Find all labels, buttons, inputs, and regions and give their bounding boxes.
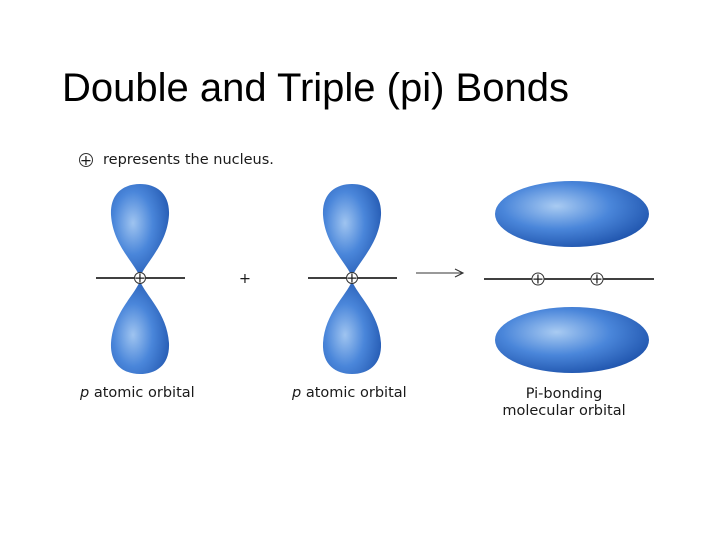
p-orbital-middle-label: p atomic orbital [291, 385, 407, 401]
p-orbital-left-upper-lobe [110, 184, 170, 277]
pi-bonding-orbital: + + Pi-bonding molecular orbital [484, 181, 654, 419]
plus-sign: + [239, 271, 251, 287]
slide-title: Double and Triple (pi) Bonds [62, 66, 569, 110]
pi-orbital-upper-lobe [495, 181, 649, 247]
p-orbital-middle-upper-lobe [322, 184, 382, 277]
p-orbital-left-label: p atomic orbital [79, 385, 195, 401]
pi-orbital-nucleus-left-icon [531, 272, 545, 286]
pi-orbital-label-line2: molecular orbital [502, 403, 625, 419]
pi-orbital-nucleus-left: + [532, 272, 544, 288]
legend: + represents the nucleus. [79, 152, 274, 169]
p-orbital-middle-lower-lobe [322, 281, 382, 374]
p-orbital-middle-label-italic: p [291, 385, 301, 401]
nucleus-legend-symbol: + [80, 153, 92, 169]
p-orbital-left-label-rest: atomic orbital [89, 385, 194, 401]
p-orbital-left: + p atomic orbital [79, 184, 195, 401]
pi-orbital-nucleus-right: + [591, 272, 603, 288]
p-orbital-middle-nucleus-icon [346, 272, 358, 284]
reaction-arrow-head [454, 268, 465, 278]
p-orbital-middle-label-rest: atomic orbital [301, 385, 406, 401]
legend-text: represents the nucleus. [103, 152, 274, 168]
p-orbital-left-nucleus-icon [134, 272, 146, 284]
p-orbital-middle-nucleus: + [346, 271, 358, 287]
p-orbital-left-lower-lobe [110, 281, 170, 374]
p-orbital-middle: + p atomic orbital [291, 184, 407, 401]
pi-orbital-lower-lobe [495, 307, 649, 373]
reaction-arrow [416, 268, 465, 278]
pi-orbital-nucleus-right-icon [590, 272, 604, 286]
pi-orbital-label-line1: Pi-bonding [526, 386, 603, 402]
p-orbital-left-nucleus: + [134, 271, 146, 287]
nucleus-legend-icon [79, 153, 93, 167]
p-orbital-left-label-italic: p [79, 385, 89, 401]
